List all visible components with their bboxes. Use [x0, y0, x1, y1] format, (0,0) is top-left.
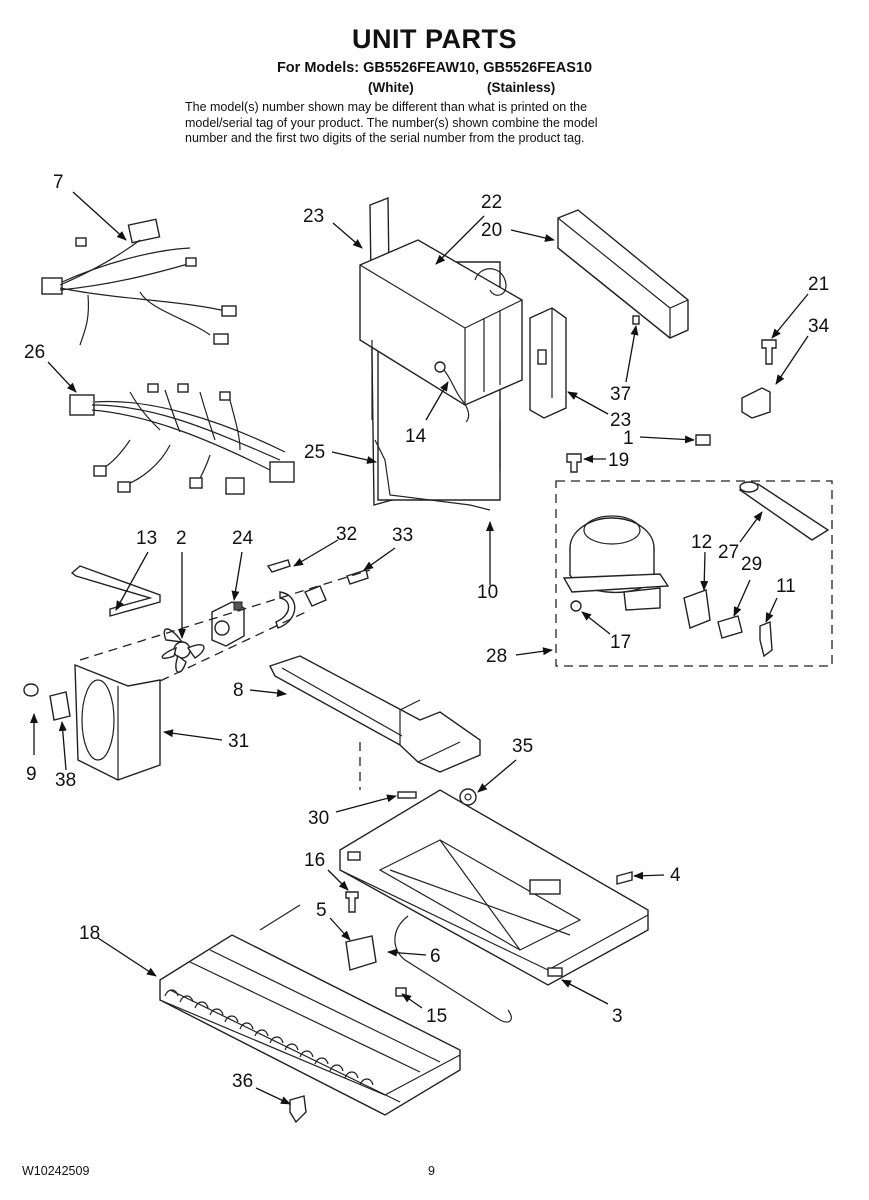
part-2-fan-blade: [161, 628, 205, 673]
callout-14: 14: [405, 426, 427, 447]
part-26-wire-harness: [69, 383, 295, 495]
callout-4: 4: [670, 865, 681, 886]
part-condenser-fittings: [345, 891, 512, 1023]
callout-29: 29: [741, 554, 762, 575]
models-line: For Models: GB5526FEAW10, GB5526FEAS10: [276, 60, 593, 76]
callout-36: 36: [232, 1071, 253, 1092]
callout-19: 19: [608, 450, 629, 471]
part-36-clip: [289, 1095, 307, 1124]
notice-line-3: number and the first two digits of the s…: [185, 131, 585, 145]
callout-30: 30: [308, 808, 329, 829]
page-number: 9: [428, 1164, 435, 1178]
callout-11: 11: [776, 576, 796, 597]
part-13-gasket: [70, 565, 161, 617]
part-8-drain-tray: [269, 655, 481, 773]
callout-13: 13: [136, 528, 157, 549]
part-22-evaporator: [359, 196, 523, 511]
callout-1: 1: [623, 428, 634, 449]
notice-line-2: model/serial tag of your product. The nu…: [185, 115, 598, 130]
callout-21: 21: [808, 274, 829, 295]
callout-7: 7: [53, 172, 64, 193]
callout-22: 22: [481, 192, 502, 213]
callout-2: 2: [176, 528, 187, 549]
callout-23-lower: 23: [610, 410, 631, 431]
callout-16: 16: [304, 850, 325, 871]
callout-numbers: 7 26 23 22 20 21 34 37 23 14 25 1 19 13 …: [24, 172, 830, 1092]
callout-6: 6: [430, 946, 441, 967]
part-30-tube: [359, 742, 477, 806]
callout-24: 24: [232, 528, 254, 549]
document-number: W10242509: [22, 1164, 90, 1178]
model-notice: The model(s) number shown may be differe…: [185, 100, 705, 147]
callout-28: 28: [486, 646, 507, 667]
variant-stainless-label: (Stainless): [487, 80, 556, 95]
callout-35: 35: [512, 736, 533, 757]
part-31-fan-shroud: [23, 663, 161, 781]
callout-18: 18: [79, 923, 100, 944]
callout-37: 37: [610, 384, 631, 405]
callout-38: 38: [55, 770, 76, 791]
callout-15: 15: [426, 1006, 447, 1027]
page-title: UNIT PARTS: [352, 24, 517, 54]
callout-31: 31: [228, 731, 249, 752]
callout-33: 33: [392, 525, 413, 546]
callout-12: 12: [691, 532, 712, 553]
callout-34: 34: [808, 316, 830, 337]
part-18-condenser: [159, 904, 461, 1116]
variant-white-label: (White): [368, 80, 414, 95]
callout-27: 27: [718, 542, 739, 563]
callout-10: 10: [477, 582, 498, 603]
leader-lines: [30, 191, 809, 1105]
callout-9: 9: [26, 764, 37, 785]
part-14-thermistor: [434, 361, 470, 423]
callout-17: 17: [610, 632, 631, 653]
part-23-bracket: [529, 307, 567, 419]
callout-32: 32: [336, 524, 357, 545]
callout-3: 3: [612, 1006, 623, 1027]
callout-23-upper: 23: [303, 206, 324, 227]
callout-8: 8: [233, 680, 244, 701]
part-7-wire-harness: [41, 218, 237, 346]
part-28-compressor-group: [555, 480, 833, 667]
part-base-plate: [339, 789, 649, 986]
part-24-fan-motor: [211, 601, 245, 647]
notice-line-1: The model(s) number shown may be differe…: [185, 100, 588, 114]
part-32-brackets: [266, 559, 369, 629]
fan-assembly-axis: [79, 569, 371, 661]
part-20-cover: [557, 209, 689, 339]
callout-5: 5: [316, 900, 327, 921]
callout-25: 25: [304, 442, 325, 463]
callout-26: 26: [24, 342, 45, 363]
part-fasteners: [566, 315, 777, 473]
callout-20: 20: [481, 220, 502, 241]
